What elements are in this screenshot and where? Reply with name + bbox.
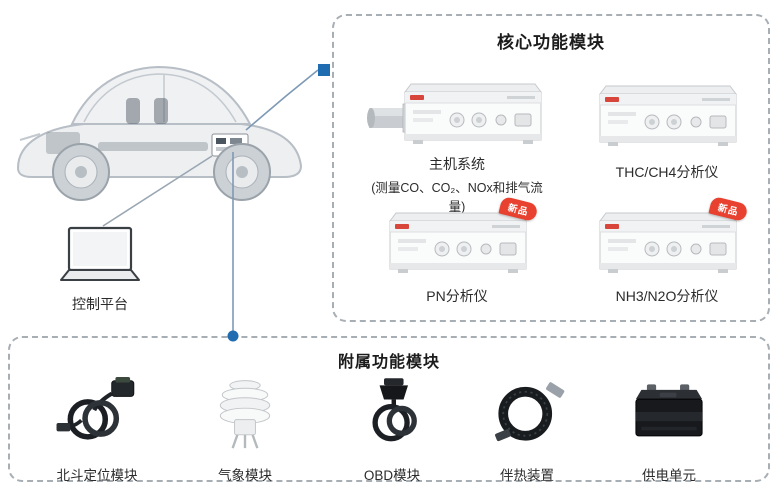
pn-name: PN分析仪 xyxy=(426,288,488,304)
nh3-n2o-device-image xyxy=(592,207,742,279)
aux-item-heated-line: 伴热装置 xyxy=(453,366,601,484)
aux-item-obd: OBD模块 xyxy=(318,366,466,484)
car-icon xyxy=(16,65,303,201)
obd-label: OBD模块 xyxy=(363,468,421,483)
beidou-label: 北斗定位模块 xyxy=(56,468,138,483)
core-box-connector-marker xyxy=(318,64,330,76)
main-system-device-image xyxy=(367,78,547,150)
main-system-desc: (测量CO、CO₂、NOx和排气流量) xyxy=(371,181,543,214)
car-illustration xyxy=(6,20,311,220)
main-system-label: 主机系统 (测量CO、CO₂、NOx和排气流量) xyxy=(367,154,547,215)
heated-line-icon xyxy=(483,366,571,458)
aux-modules-box: 附属功能模块 北斗定位模块 xyxy=(8,336,770,484)
control-platform-label: 控制平台 xyxy=(72,296,128,312)
pn-device-image xyxy=(382,207,532,279)
core-modules-box: 核心功能模块 xyxy=(332,14,770,322)
control-platform-laptop xyxy=(55,226,145,288)
aux-item-beidou: 北斗定位模块 xyxy=(23,366,171,484)
aux-item-weather: 气象模块 xyxy=(171,366,319,484)
weather-label: 气象模块 xyxy=(218,468,272,483)
battery-icon xyxy=(623,366,715,458)
heated-line-label: 伴热装置 xyxy=(500,468,554,483)
weather-sensor-icon xyxy=(207,366,283,458)
thc-ch4-label: THC/CH4分析仪 xyxy=(592,162,742,182)
obd-cable-icon xyxy=(352,366,432,458)
thc-ch4-analyzer-icon xyxy=(599,85,737,146)
laptop-icon xyxy=(60,226,140,281)
pn-analyzer-icon xyxy=(389,212,527,273)
nh3-n2o-name: NH3/N2O分析仪 xyxy=(615,288,719,304)
aux-item-power: 供电单元 xyxy=(595,366,743,484)
main-system-name: 主机系统 xyxy=(429,156,485,172)
aux-modules-title: 附属功能模块 xyxy=(337,354,440,371)
beidou-antenna-cable-icon xyxy=(51,366,143,458)
main-system-analyzer-icon xyxy=(367,83,542,144)
thc-ch4-device-image xyxy=(592,80,742,152)
thc-ch4-name: THC/CH4分析仪 xyxy=(615,164,719,180)
nh3-n2o-label: NH3/N2O分析仪 xyxy=(592,286,742,306)
core-modules-title: 核心功能模块 xyxy=(497,33,605,52)
power-unit-label: 供电单元 xyxy=(642,468,696,483)
nh3-n2o-analyzer-icon xyxy=(599,212,737,273)
pn-label: PN分析仪 xyxy=(382,286,532,306)
